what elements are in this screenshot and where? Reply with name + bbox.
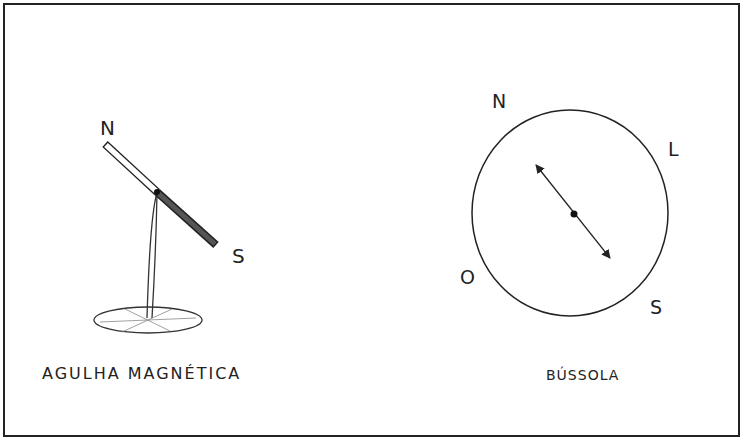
direction-letter: L [668, 138, 679, 160]
caption-label: AGULHA MAGNÉTICA [42, 364, 241, 383]
direction-letter-holder: S [650, 296, 662, 318]
direction-letter-holder: O [460, 266, 475, 288]
direction-letter: S [650, 296, 662, 318]
pole-letter-holder: N [100, 116, 115, 140]
frame [4, 4, 739, 436]
caption-label-holder: BÚSSOLA [546, 366, 619, 384]
direction-letter: N [492, 90, 506, 112]
pole-letter-holder: S [232, 244, 245, 268]
compass [472, 110, 668, 316]
direction-letter-holder: L [668, 138, 679, 160]
pole-letter: N [100, 116, 115, 140]
direction-letter: O [460, 266, 475, 288]
caption-label: BÚSSOLA [546, 367, 619, 383]
magnetic-needle [105, 144, 216, 245]
direction-letter-holder: N [492, 90, 506, 112]
pole-letter: S [232, 244, 245, 268]
caption-label-holder: AGULHA MAGNÉTICA [42, 364, 241, 383]
